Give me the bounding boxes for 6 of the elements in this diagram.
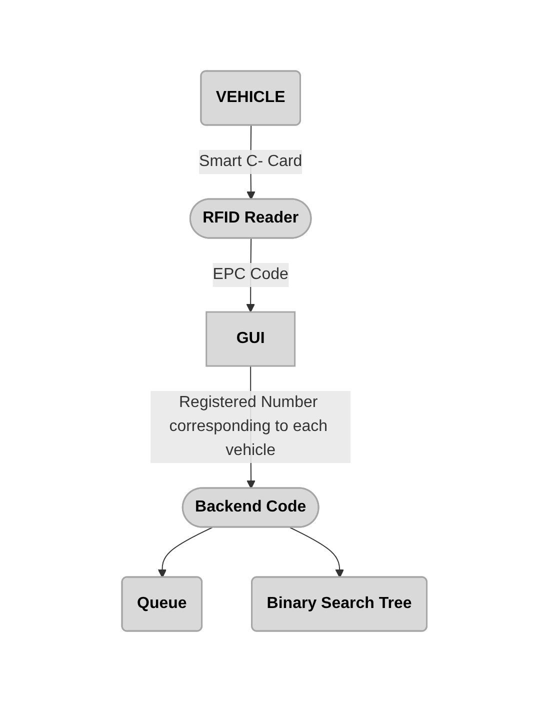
arrow (158, 526, 213, 578)
edge-label: Registered Number corresponding to each vehicle (169, 394, 328, 458)
edge-label: Smart C- Card (199, 152, 302, 170)
edge-label: EPC Code (212, 266, 288, 282)
arrow (290, 526, 344, 578)
node-box: GUI (206, 310, 296, 366)
